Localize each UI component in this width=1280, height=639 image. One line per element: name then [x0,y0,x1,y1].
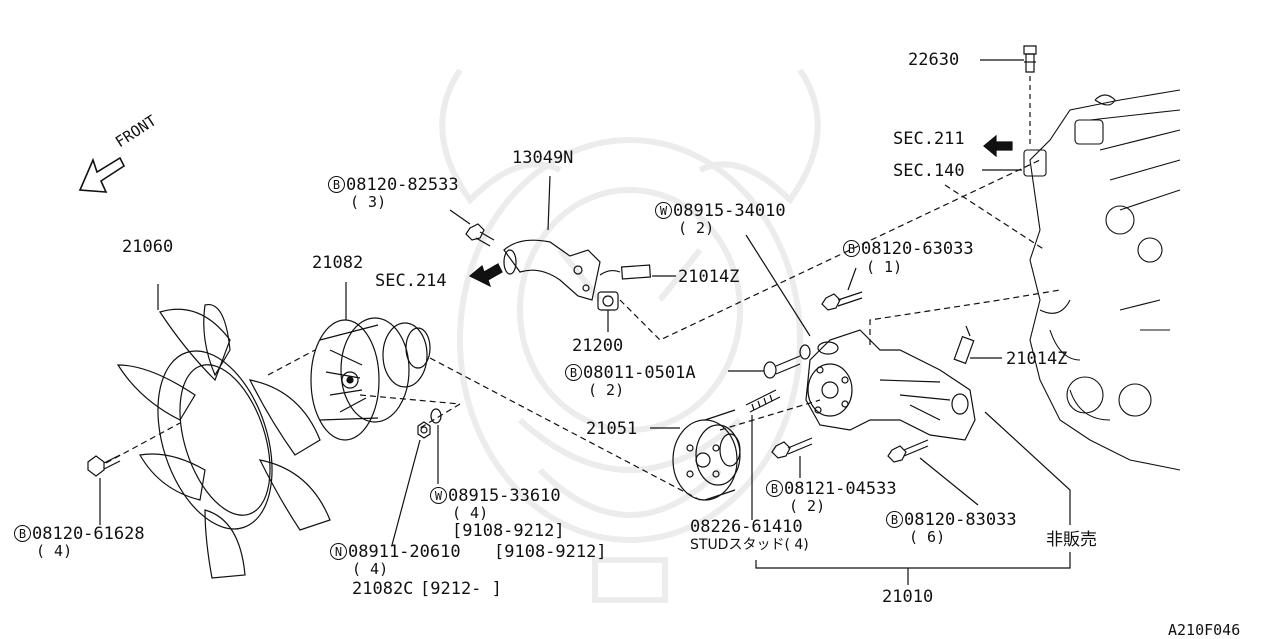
qty-b08120-83033: ( 6) [909,528,946,546]
label-21082[interactable]: 21082 [312,253,364,273]
part-number: 08915-33610 [448,486,561,506]
qty-w08915-34010: ( 2) [678,219,715,237]
label-21060[interactable]: 21060 [122,237,174,257]
w-marker-icon: W [430,487,447,504]
label-not-for-sale: 非販売 [1046,530,1097,550]
stud-08226-61410 [746,390,780,412]
water-outlet-13049n [504,240,600,300]
part-number: 08011-0501A [583,363,696,383]
part-number: 08120-63033 [861,239,974,259]
w-marker-icon: W [655,202,672,219]
date-21082c: [9212- ] [420,579,502,599]
part-number: 08911-20610 [348,542,461,562]
samurai-helmet-watermark [442,70,818,600]
label-sec214[interactable]: SEC.214 [375,271,447,291]
label-21082c[interactable]: 21082C [352,579,414,599]
qty-w08915-33610: ( 4) [452,504,489,522]
part-number: 08915-34010 [673,201,786,221]
sec211-arrow-icon [984,136,1012,156]
qty-b08120-82533: ( 3) [350,193,387,211]
washer-08915-33610 [431,409,441,423]
engine-block [1024,90,1180,470]
part-number: 08120-83033 [904,510,1017,530]
label-21014z-top[interactable]: 21014Z [678,267,740,287]
label-stud: STUDスタッド( 4) [690,537,809,553]
n-marker-icon: N [330,543,347,560]
label-sec211[interactable]: SEC.211 [893,129,965,149]
qty-b08120-61628: ( 4) [36,542,73,560]
front-arrow-icon [80,158,124,192]
label-21010[interactable]: 21010 [882,587,934,607]
b-marker-icon: B [565,364,582,381]
water-pump-21010 [806,330,975,440]
label-21051[interactable]: 21051 [586,419,638,439]
bolt-08120-83033 [888,440,928,462]
fan-clutch-21082 [311,318,430,440]
sensor-21014z-right [954,326,973,363]
b-marker-icon: B [766,480,783,497]
part-number: 08120-82533 [346,175,459,195]
date-n08911-20610: [9108-9212] [494,542,607,562]
label-13049n[interactable]: 13049N [512,148,574,168]
nut-08911-20610 [418,422,430,438]
label-21014z-right[interactable]: 21014Z [1006,349,1068,369]
label-sec140[interactable]: SEC.140 [893,161,965,181]
b-marker-icon: B [328,176,345,193]
bolt-08120-63033 [822,292,862,310]
sec214-arrow-icon [470,264,502,286]
sensor-21014z-top [600,265,650,279]
fan-21060 [118,305,330,578]
qty-b08120-63033: ( 1) [866,258,903,276]
bolt-08120-61628 [88,455,120,476]
part-number: 08120-61628 [32,524,145,544]
b-marker-icon: B [886,511,903,528]
qty-b08121-04533: ( 2) [789,497,826,515]
b-marker-icon: B [14,525,31,542]
pulley-21051 [673,410,740,500]
diagram-code: A210F046 [1168,621,1241,639]
bolt-08011-0501a [764,345,810,378]
part-number: 08121-04533 [784,479,897,499]
bolt-08120-82533 [466,224,494,246]
qty-b08011-0501a: ( 2) [588,381,625,399]
date-w08915-33610: [9108-9212] [452,521,565,541]
label-21200[interactable]: 21200 [572,336,624,356]
bolt-08121-04533 [772,438,812,458]
qty-n08911-20610: ( 4) [352,560,389,578]
b-marker-icon: B [843,240,860,257]
sensor-22630 [1024,46,1036,72]
label-22630[interactable]: 22630 [908,50,960,70]
thermostat-21200 [598,292,618,310]
label-08226-61410[interactable]: 08226-61410 [690,517,803,537]
